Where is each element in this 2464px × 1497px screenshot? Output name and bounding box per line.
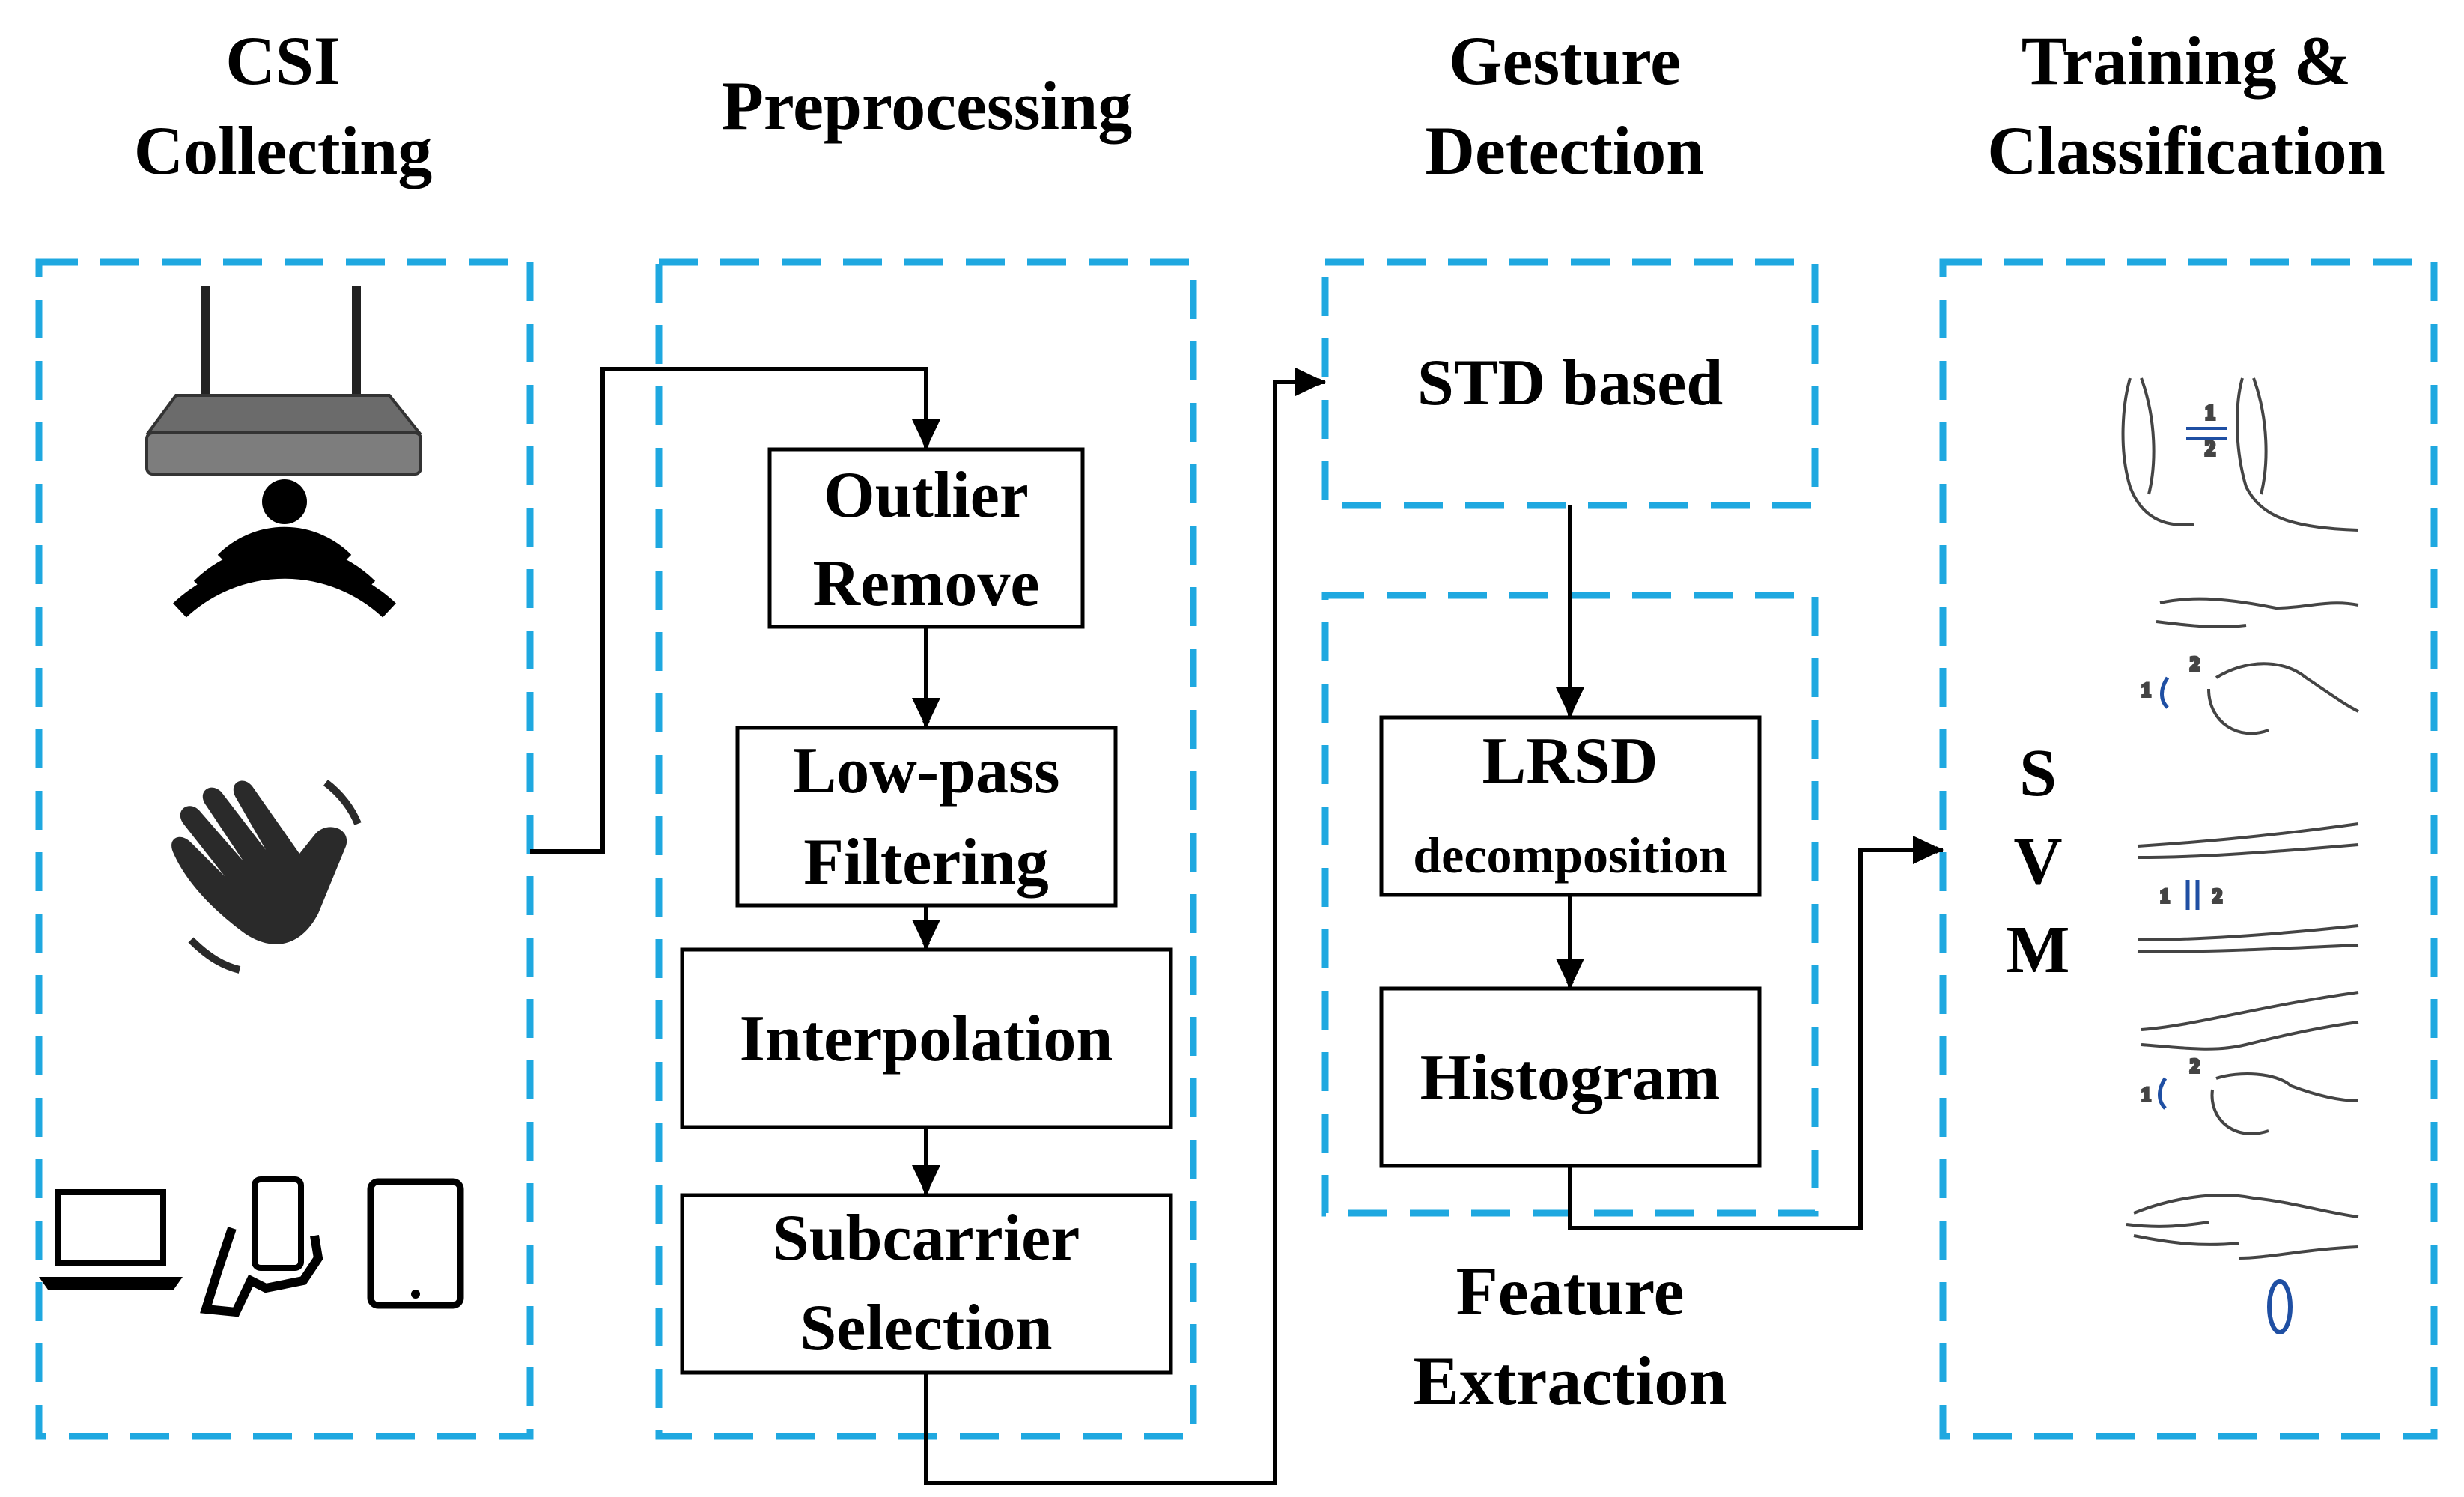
- wifi-icon: [173, 479, 396, 618]
- arrowhead-subcarrier: [912, 1165, 940, 1195]
- svg-text:decomposition: decomposition: [1413, 827, 1727, 884]
- subcarrier-selection-label: Subcarrier Selection: [773, 1202, 1080, 1364]
- waving-hand-icon: [171, 780, 362, 974]
- arrowhead-lrsd: [1556, 687, 1584, 717]
- arrowhead-svm: [1913, 836, 1943, 864]
- svg-text:Subcarrier: Subcarrier: [773, 1202, 1080, 1275]
- gesture-rotate-fist-icon: 1 2: [2140, 991, 2359, 1135]
- svg-text:Selection: Selection: [800, 1292, 1052, 1364]
- svg-text:2: 2: [2190, 653, 2200, 675]
- outlier-remove-box: [767, 447, 1085, 629]
- svg-text:2: 2: [2205, 437, 2215, 461]
- gesture-up-down-icon: 1 2: [2137, 822, 2359, 953]
- svg-text:M: M: [2007, 913, 2070, 987]
- stage-title-gesture-detection: Gesture Detection: [1426, 22, 1705, 189]
- pre-to-std-connector: [924, 378, 1326, 1485]
- svg-text:Classification: Classification: [1987, 112, 2385, 189]
- lowpass-filter-label: Low-pass Filtering: [793, 735, 1060, 899]
- arrowhead-histogram: [1556, 959, 1584, 989]
- svg-text:S: S: [2019, 736, 2057, 810]
- svg-text:Gesture: Gesture: [1449, 22, 1681, 99]
- stage-title-feature-extraction: Feature Extraction: [1413, 1253, 1727, 1419]
- stage-title-csi: CSI Collecting: [134, 22, 433, 189]
- svg-text:Outlier: Outlier: [824, 459, 1029, 532]
- svg-text:2: 2: [2190, 1055, 2200, 1077]
- svg-text:Filtering: Filtering: [803, 826, 1048, 899]
- gesture-push-pull-icon: 1 2: [2121, 377, 2359, 532]
- std-based-label: STD based: [1417, 347, 1723, 419]
- svg-text:Training &: Training &: [2022, 22, 2351, 99]
- svg-text:LRSD: LRSD: [1482, 725, 1658, 798]
- svm-label: S V M: [2007, 736, 2070, 987]
- interpolation-label: Interpolation: [740, 1003, 1113, 1075]
- csi-to-pre-connector: [530, 367, 930, 854]
- svg-text:2: 2: [2212, 885, 2222, 907]
- svg-text:1: 1: [2141, 679, 2151, 701]
- svg-text:1: 1: [2205, 401, 2215, 425]
- stage-title-training: Training & Classification: [1987, 22, 2385, 189]
- arrowhead-lowpass: [912, 698, 940, 728]
- outlier-remove-label: Outlier Remove: [813, 459, 1040, 620]
- svg-text:Interpolation: Interpolation: [740, 1003, 1113, 1075]
- svg-text:Extraction: Extraction: [1413, 1343, 1727, 1419]
- svg-text:Remove: Remove: [813, 547, 1040, 620]
- svg-text:Collecting: Collecting: [134, 112, 433, 189]
- lrsd-box: [1379, 715, 1762, 897]
- svg-text:Histogram: Histogram: [1420, 1042, 1721, 1114]
- phone-in-hand-icon: [200, 1176, 323, 1317]
- arrowhead-std: [1295, 368, 1325, 396]
- svg-text:STD based: STD based: [1417, 347, 1723, 419]
- svg-text:V: V: [2014, 825, 2063, 899]
- tablet-icon: [367, 1178, 464, 1309]
- laptop-icon: [39, 1189, 183, 1290]
- svg-text:1: 1: [2141, 1084, 2151, 1105]
- lrsd-label: LRSD decomposition: [1413, 725, 1727, 884]
- stage-title-preprocessing: Preprocessing: [722, 67, 1133, 144]
- gesture-flip-hand-icon: [2126, 1194, 2359, 1334]
- router-icon: [145, 286, 423, 476]
- gesture-rotate-palm-icon: 1 2: [2140, 597, 2359, 735]
- interpolation-box: [680, 947, 1173, 1129]
- svg-text:Detection: Detection: [1426, 112, 1705, 189]
- svg-text:Low-pass: Low-pass: [793, 735, 1060, 807]
- arrowhead-interp: [912, 920, 940, 950]
- training-container: [1939, 258, 2438, 1440]
- svg-text:Feature: Feature: [1456, 1253, 1685, 1329]
- svg-text:CSI: CSI: [225, 22, 340, 99]
- arrowhead-outlier: [912, 419, 940, 449]
- svg-text:Preprocessing: Preprocessing: [722, 67, 1133, 144]
- histogram-label: Histogram: [1420, 1042, 1721, 1114]
- svg-text:1: 1: [2160, 885, 2170, 907]
- histogram-to-svm-connector: [1568, 846, 1944, 1230]
